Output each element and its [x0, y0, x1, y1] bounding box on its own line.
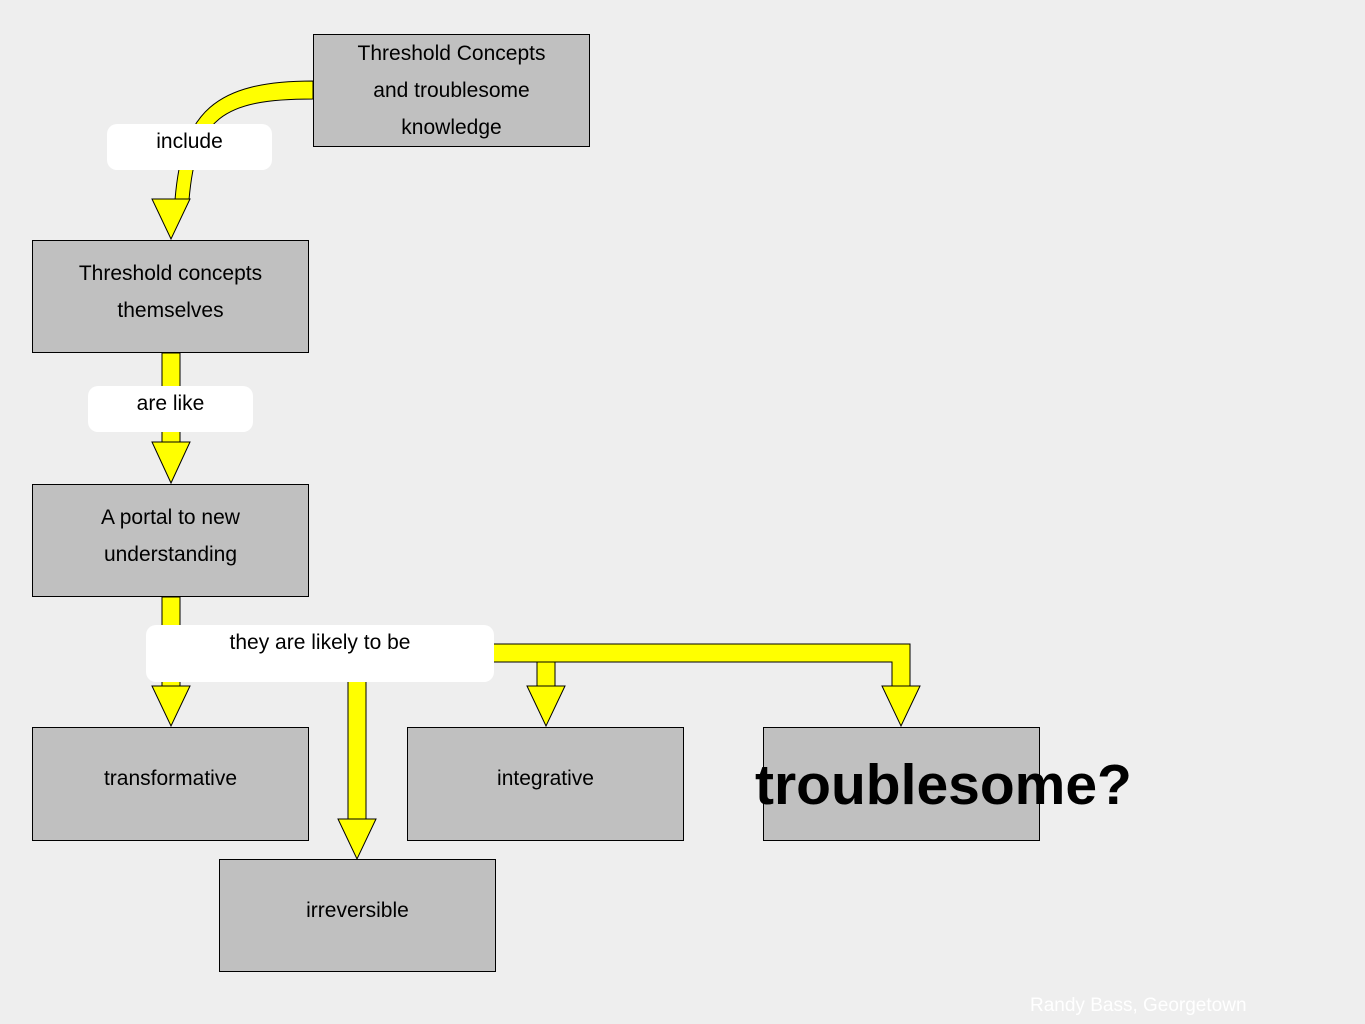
edge-label-include: include [107, 124, 272, 170]
node-text: transformative [103, 767, 238, 790]
node-text: Threshold Concepts and troublesome knowl… [357, 42, 546, 139]
arrow-branch-bar [469, 643, 911, 688]
edge-label-text: include [156, 130, 223, 153]
edge-label-are-like: are like [88, 386, 253, 432]
arrow-are-like-head [151, 441, 191, 485]
edge-label-likely-to-be: they are likely to be [146, 625, 494, 682]
arrow-troublesome-head [881, 685, 921, 728]
node-irreversible: irreversible [219, 859, 496, 972]
node-text: Threshold concepts themselves [78, 262, 263, 322]
node-troublesome [763, 727, 1040, 841]
node-transformative: transformative [32, 727, 309, 841]
credit-text: Randy Bass, Georgetown [1030, 995, 1247, 1016]
arrow-transformative-head [151, 685, 191, 728]
node-portal: A portal to new understanding [32, 484, 309, 597]
node-text: A portal to new understanding [101, 506, 240, 566]
node-text: irreversible [306, 899, 409, 922]
arrow-irreversible-head [337, 818, 377, 861]
node-integrative: integrative [407, 727, 684, 841]
arrow-integrative-shaft [536, 661, 556, 688]
edge-label-text: they are likely to be [229, 631, 411, 654]
arrow-irreversible-shaft [347, 667, 367, 821]
node-threshold-concepts-knowledge: Threshold Concepts and troublesome knowl… [313, 34, 590, 147]
arrow-include-head [151, 198, 191, 241]
node-text: integrative [497, 767, 594, 790]
arrow-integrative-head [526, 685, 566, 728]
node-threshold-concepts-themselves: Threshold concepts themselves [32, 240, 309, 353]
edge-label-text: are like [136, 392, 205, 415]
troublesome-emphasis-text: troublesome? [755, 753, 1132, 817]
